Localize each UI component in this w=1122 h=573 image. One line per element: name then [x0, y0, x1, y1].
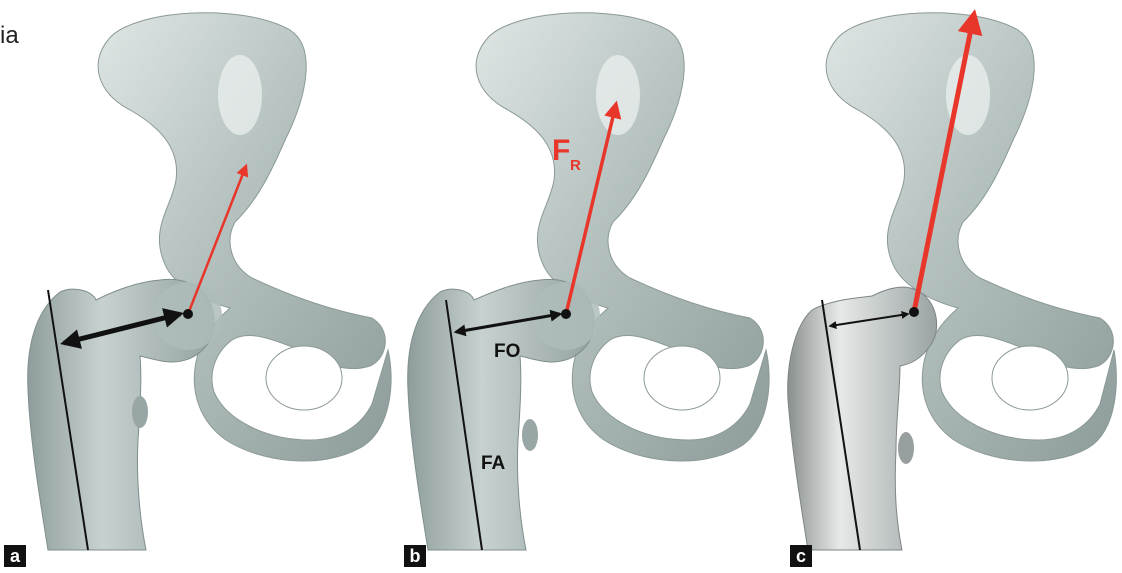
- force-label-subscript: R: [570, 157, 581, 174]
- panel-b: FO FA F R: [408, 13, 769, 550]
- lesser-trochanter: [132, 396, 148, 428]
- obturator-foramen: [266, 346, 342, 410]
- panel-a: [28, 13, 391, 550]
- obturator-foramen: [644, 346, 720, 410]
- pelvis-highlight: [218, 55, 262, 135]
- panel-c: [788, 13, 1117, 550]
- panel-c-tag: c: [790, 545, 812, 567]
- lesser-trochanter: [522, 419, 538, 451]
- obturator-foramen: [992, 346, 1068, 410]
- femur: [788, 287, 937, 550]
- panel-a-tag: a: [4, 545, 26, 567]
- hip-center-point: [909, 307, 919, 317]
- hip-center-point: [183, 309, 193, 319]
- force-label-main: F: [552, 134, 570, 167]
- hip-center-point: [561, 309, 571, 319]
- cropped-caption-text: ia: [0, 22, 19, 50]
- femoral-offset-label: FO: [494, 341, 520, 362]
- panel-b-tag: b: [404, 545, 426, 567]
- femoral-axis-label: FA: [481, 453, 506, 474]
- pelvis-highlight: [596, 55, 640, 135]
- lesser-trochanter: [898, 432, 914, 464]
